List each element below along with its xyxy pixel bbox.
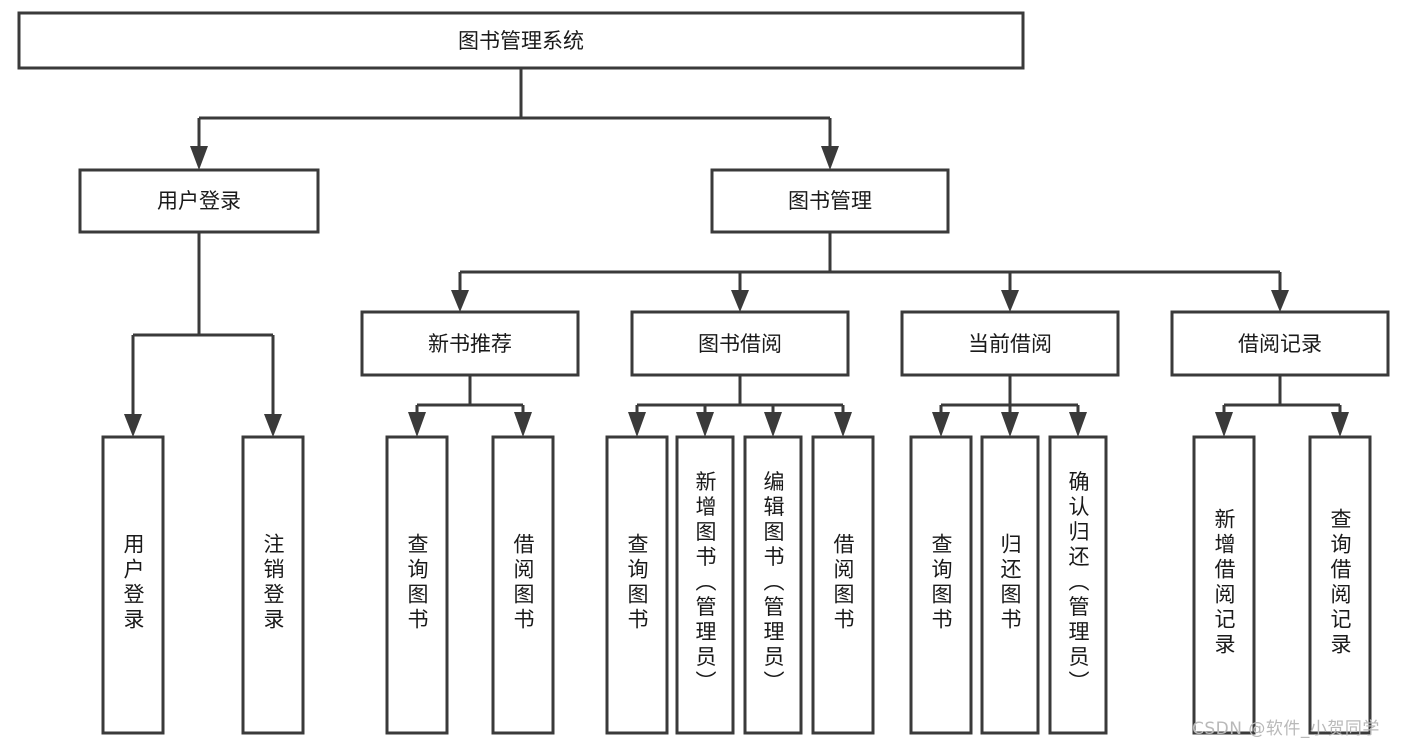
leaf-label-bookborrow-edit: 编辑图书（管理员） [761,471,785,696]
node-root-book-management-system[interactable]: 图书管理系统 [17,11,1025,70]
leaf-label-user-login-signin: 用户登录 [121,533,145,633]
leaf-label-borrowrecord-query: 查询借阅记录 [1328,508,1352,658]
connector-bookborrow-to-leaves [628,375,852,437]
leaf-label-bookborrow-query: 查询图书 [625,533,649,633]
node-label-book-management: 图书管理 [788,189,872,213]
node-borrow-record[interactable]: 借阅记录 [1170,310,1390,377]
node-label-user-login: 用户登录 [157,189,241,213]
connector-borrowrecord-to-leaves [1215,375,1349,437]
leaf-bookborrow-borrow[interactable]: 借阅图书 [811,435,875,735]
leaf-newbook-query[interactable]: 查询图书 [385,435,449,735]
leaf-label-bookborrow-add: 新增图书（管理员） [693,471,717,696]
leaf-borrowrecord-add[interactable]: 新增借阅记录 [1192,435,1256,735]
leaf-bookborrow-query[interactable]: 查询图书 [605,435,669,735]
csdn-watermark: CSDN @软件_小贺同学 [1192,719,1380,739]
leaf-currentborrow-query[interactable]: 查询图书 [909,435,973,735]
node-user-login[interactable]: 用户登录 [78,168,320,234]
leaf-currentborrow-return[interactable]: 归还图书 [980,435,1040,735]
node-label-borrow-record: 借阅记录 [1238,332,1322,356]
node-label-book-borrow: 图书借阅 [698,332,782,356]
leaf-newbook-borrow[interactable]: 借阅图书 [491,435,555,735]
leaf-label-bookborrow-borrow: 借阅图书 [831,533,855,633]
leaf-label-newbook-borrow: 借阅图书 [511,533,535,633]
leaf-borrowrecord-query[interactable]: 查询借阅记录 [1308,435,1372,735]
leaf-bookborrow-edit[interactable]: 编辑图书（管理员） [743,435,803,735]
connector-currentborrow-to-leaves [932,375,1087,437]
connector-newbook-to-leaves [408,375,532,437]
leaf-label-newbook-query: 查询图书 [405,533,429,633]
leaf-currentborrow-confirm[interactable]: 确认归还（管理员） [1048,435,1108,735]
leaf-user-login-logout[interactable]: 注销登录 [241,435,305,735]
node-current-borrow[interactable]: 当前借阅 [900,310,1120,377]
leaf-bookborrow-add[interactable]: 新增图书（管理员） [675,435,735,735]
node-new-book-recommend[interactable]: 新书推荐 [360,310,580,377]
leaf-user-login-signin[interactable]: 用户登录 [101,435,165,735]
node-book-management[interactable]: 图书管理 [710,168,950,234]
node-label-new-book-recommend: 新书推荐 [428,332,512,356]
node-book-borrow[interactable]: 图书借阅 [630,310,850,377]
connector-booksys-to-level3 [451,232,1289,312]
node-label-root: 图书管理系统 [458,29,584,53]
node-label-current-borrow: 当前借阅 [968,332,1052,356]
connector-userlogin-to-leaves [124,232,282,437]
leaf-label-currentborrow-query: 查询图书 [929,533,953,633]
leaf-label-user-login-logout: 注销登录 [261,533,285,633]
leaf-label-currentborrow-return: 归还图书 [998,533,1022,633]
connector-root-to-level2 [190,68,839,170]
leaf-label-borrowrecord-add: 新增借阅记录 [1212,508,1236,658]
leaf-label-currentborrow-confirm: 确认归还（管理员） [1066,471,1090,696]
